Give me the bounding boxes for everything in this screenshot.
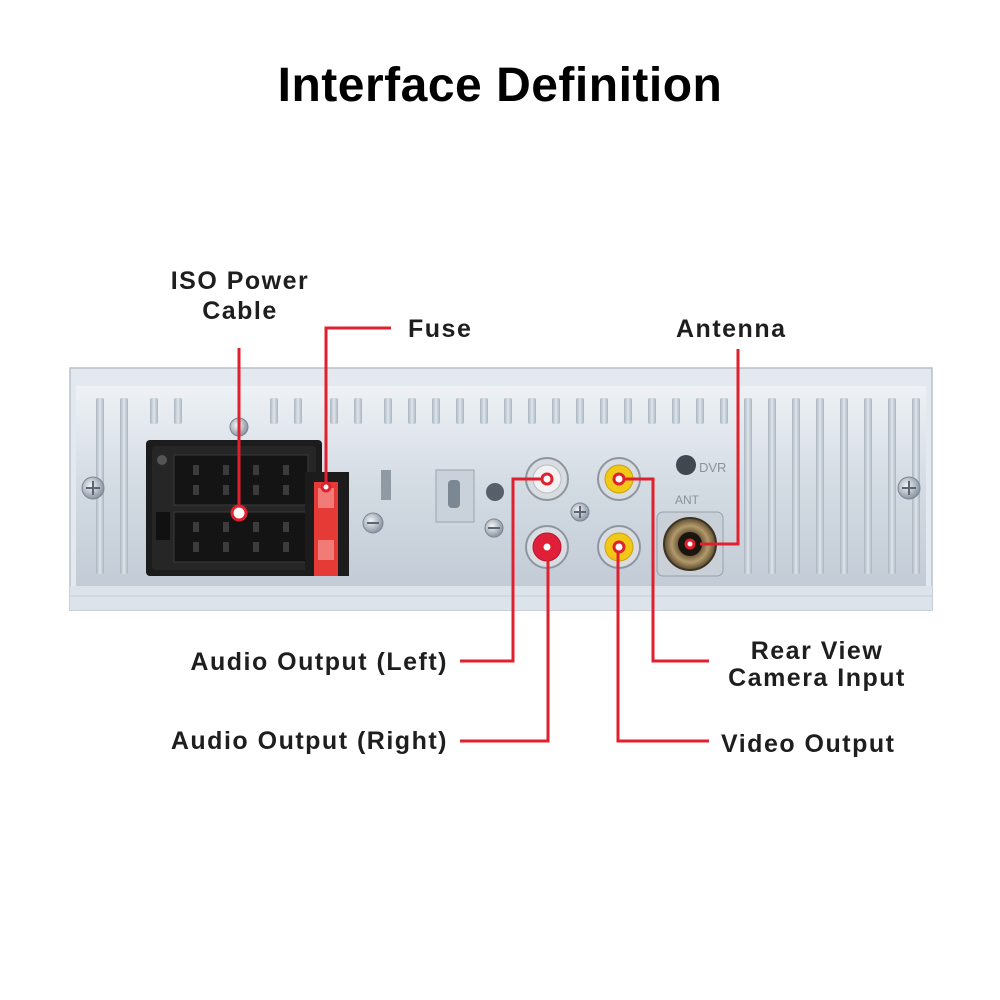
dvr-marking: DVR: [699, 460, 726, 475]
panel-hole: [486, 483, 504, 501]
connector-pin: [253, 485, 259, 495]
cooling-fin: [576, 398, 584, 424]
cooling-fin: [528, 398, 536, 424]
cooling-fin: [696, 398, 704, 424]
fuse-leader: [324, 326, 391, 487]
connector-pin: [253, 542, 259, 552]
cooling-fin: [720, 398, 728, 424]
cooling-fin: [816, 398, 824, 574]
antenna-leader: [700, 349, 740, 546]
page-title: Interface Definition: [277, 59, 723, 112]
label-iso-power-cable: ISO Power Cable: [170, 267, 310, 325]
cooling-fin: [648, 398, 656, 424]
cooling-fin: [504, 398, 512, 424]
connector-pin: [253, 522, 259, 532]
cooling-fin: [270, 398, 278, 424]
leader-endpoints: [230, 472, 696, 554]
connector-pin: [223, 465, 229, 475]
cooling-fin: [384, 398, 392, 424]
leader-lines: [237, 326, 740, 743]
connector-pin: [223, 542, 229, 552]
cooling-fin: [744, 398, 752, 574]
cooling-fin: [150, 398, 158, 424]
connector-pin: [223, 522, 229, 532]
cooling-fin: [864, 398, 872, 574]
connector-pin: [283, 465, 289, 475]
label-audio-output-left: Audio Output (Left): [190, 648, 448, 676]
mounting-bracket: [435, 469, 475, 523]
connector-pin: [283, 542, 289, 552]
cooling-fin: [480, 398, 488, 424]
connector-pin: [193, 485, 199, 495]
cooling-fin: [768, 398, 776, 574]
cooling-fin: [174, 398, 182, 424]
cooling-fin: [552, 398, 560, 424]
connector-pin: [193, 542, 199, 552]
cooling-fin: [600, 398, 608, 424]
connector-pin: [283, 485, 289, 495]
label-rear-view-camera-input: Rear View Camera Input: [728, 637, 906, 692]
cooling-fins: [96, 398, 920, 574]
label-audio-output-right: Audio Output (Right): [170, 727, 448, 755]
cooling-fin: [120, 398, 128, 574]
cooling-fin: [330, 398, 338, 424]
video-output-leader: [616, 547, 709, 743]
ant-marking: ANT: [675, 493, 700, 507]
iso-connector-pins: [193, 465, 289, 552]
connector-pin: [193, 522, 199, 532]
rca-center-screw: [570, 502, 590, 522]
cooling-fin: [888, 398, 896, 574]
cooling-fin: [792, 398, 800, 574]
connector-pin: [283, 522, 289, 532]
connector-pin: [193, 465, 199, 475]
cooling-fin: [840, 398, 848, 574]
cooling-fin: [294, 398, 302, 424]
audio-left-leader: [460, 477, 547, 663]
cooling-fin: [624, 398, 632, 424]
cooling-fin: [672, 398, 680, 424]
label-video-output: Video Output: [721, 730, 896, 758]
cooling-fin: [354, 398, 362, 424]
ground-screw: [362, 512, 384, 534]
connector-pin: [223, 485, 229, 495]
connector-pin: [253, 465, 259, 475]
audio-right-leader: [460, 547, 550, 743]
iso-power-connector: [146, 417, 322, 576]
label-fuse: Fuse: [408, 315, 473, 343]
cooling-fin: [432, 398, 440, 424]
camera-input-leader: [619, 477, 709, 663]
fuse: [305, 472, 349, 576]
label-antenna: Antenna: [676, 315, 787, 343]
cooling-fin: [408, 398, 416, 424]
center-screw: [484, 518, 504, 538]
right-mount-screw: [897, 476, 921, 500]
dvr-port: [676, 455, 696, 475]
left-mount-screw: [81, 476, 105, 500]
panel-slot: [381, 470, 391, 500]
cooling-fin: [456, 398, 464, 424]
